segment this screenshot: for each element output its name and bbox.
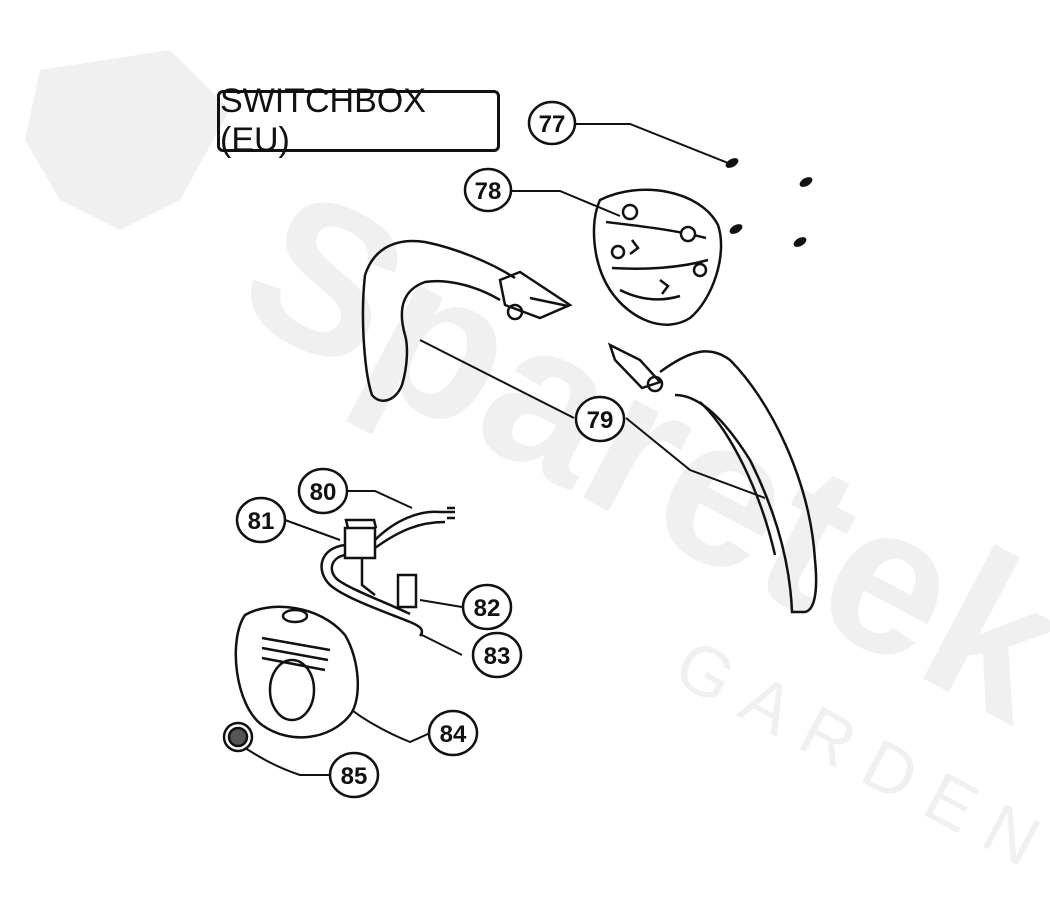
watermark: Sparetek GARDEN xyxy=(25,50,1050,890)
callout-83-label: 83 xyxy=(484,643,511,670)
leader-79-left xyxy=(419,339,575,419)
callout-83: 83 xyxy=(471,631,523,679)
callout-80: 80 xyxy=(297,467,349,515)
callout-82: 82 xyxy=(461,583,513,631)
leader-80 xyxy=(348,490,413,509)
callout-79: 79 xyxy=(574,395,626,443)
callout-81-label: 81 xyxy=(248,508,275,535)
callout-82-label: 82 xyxy=(474,595,501,622)
part-79-handle-right xyxy=(607,342,818,614)
callout-85-label: 85 xyxy=(341,763,368,790)
callout-78: 78 xyxy=(463,167,513,213)
leader-82 xyxy=(419,599,463,608)
callout-80-label: 80 xyxy=(310,479,337,506)
callout-77-label: 77 xyxy=(539,111,566,138)
callout-84: 84 xyxy=(427,709,479,757)
callout-81: 81 xyxy=(235,496,287,544)
callout-84-label: 84 xyxy=(440,721,467,748)
callout-77: 77 xyxy=(527,100,577,146)
part-84-housing xyxy=(234,605,359,739)
leader-85 xyxy=(244,747,331,776)
part-85-cap xyxy=(222,721,254,753)
leader-84 xyxy=(351,709,431,744)
leader-81 xyxy=(284,519,341,541)
callout-78-label: 78 xyxy=(475,178,502,205)
callout-79-label: 79 xyxy=(587,407,614,434)
callout-85: 85 xyxy=(328,751,380,799)
leader-lines xyxy=(244,123,766,776)
leader-83 xyxy=(419,633,463,656)
part-77-screws xyxy=(725,158,813,247)
leader-79-right xyxy=(625,417,766,499)
part-80-81-82-83-switch-wiring xyxy=(320,506,455,637)
leader-78 xyxy=(512,190,621,217)
leader-77 xyxy=(576,123,729,164)
part-78-plate xyxy=(592,188,723,326)
watermark-logo xyxy=(25,50,230,230)
diagram-title: SWITCHBOX (EU) xyxy=(217,82,500,159)
part-79-handle-left xyxy=(361,239,573,402)
